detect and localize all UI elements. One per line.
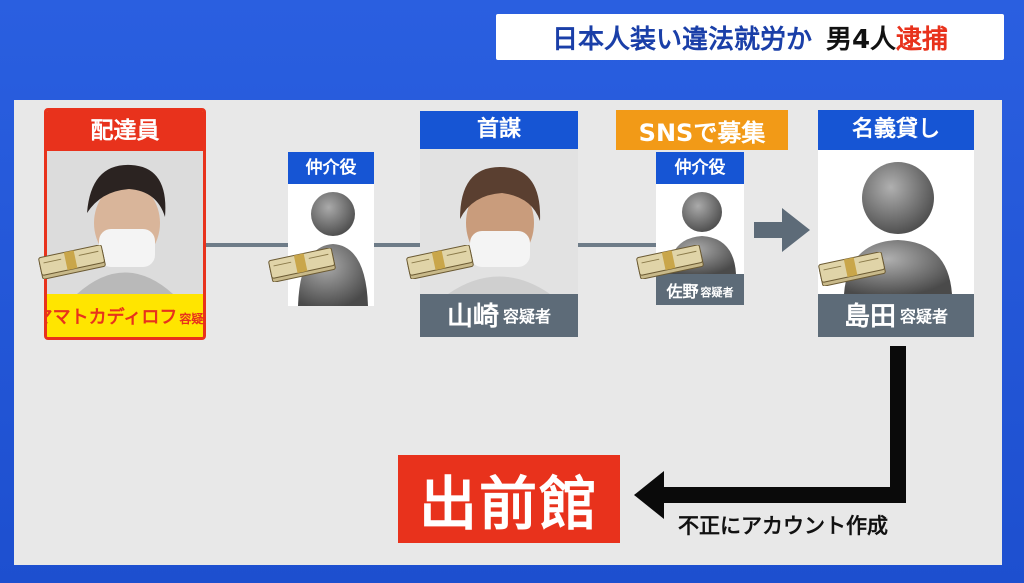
card-broker-2-header: 仲介役 — [656, 152, 744, 184]
card-broker-2-namebar: 佐野 容疑者 — [656, 274, 744, 305]
cash-bundle-icon — [818, 252, 886, 286]
suspect-suffix-leader: 容疑者 — [503, 307, 552, 326]
connector-line-3 — [578, 243, 656, 247]
card-delivery-header: 配達員 — [47, 111, 203, 151]
suspect-suffix-lender: 容疑者 — [900, 307, 949, 326]
flow-label: 不正にアカウント作成 — [678, 514, 888, 538]
card-leader-header: 首謀 — [420, 111, 578, 149]
card-lender-namebar: 島田 容疑者 — [818, 294, 974, 337]
card-broker-2: 仲介役 佐野 容疑者 — [656, 152, 744, 305]
suspect-name-broker-2: 佐野 — [666, 281, 699, 301]
suspect-name-lender: 島田 — [843, 302, 896, 332]
headline: 日本人装い違法就労か 男4人 逮捕 — [496, 14, 1004, 60]
card-lender-header: 名義貸し — [818, 110, 974, 150]
arrow-flow-to-demaecan — [634, 346, 906, 519]
connector-line-2 — [374, 243, 424, 247]
card-leader-namebar: 山崎 容疑者 — [420, 294, 578, 337]
suspect-photo-leader — [420, 149, 578, 294]
card-leader: 首謀 山崎 容疑者 — [420, 111, 578, 337]
headline-main: 日本人装い違法就労か — [551, 24, 812, 55]
suspect-suffix-broker-2: 容疑者 — [700, 285, 734, 299]
headline-arrest: 逮捕 — [896, 24, 949, 55]
cash-bundle-icon — [636, 245, 704, 279]
suspect-name-leader: 山崎 — [446, 302, 499, 332]
suspect-suffix-delivery: 容疑者 — [179, 312, 204, 326]
suspect-name-delivery: ママトカディロフ — [44, 306, 178, 328]
card-lender: 名義貸し 島田 容疑者 — [818, 110, 974, 337]
card-delivery-namebar: ママトカディロフ 容疑者 — [47, 294, 203, 337]
cash-bundle-icon — [268, 248, 336, 282]
demaecan-label: 出前館 — [398, 455, 620, 543]
card-broker-1-header: 仲介役 — [288, 152, 374, 184]
cash-bundle-icon — [406, 245, 474, 279]
cash-bundle-icon — [38, 245, 106, 279]
card-broker-1: 仲介役 — [288, 152, 374, 306]
person-silhouette-icon — [668, 192, 736, 274]
sns-recruit-label: SNSで募集 — [616, 110, 788, 150]
arrow-right-icon — [754, 208, 810, 252]
connector-line-1 — [206, 243, 292, 247]
headline-count: 男4人 — [825, 24, 897, 55]
